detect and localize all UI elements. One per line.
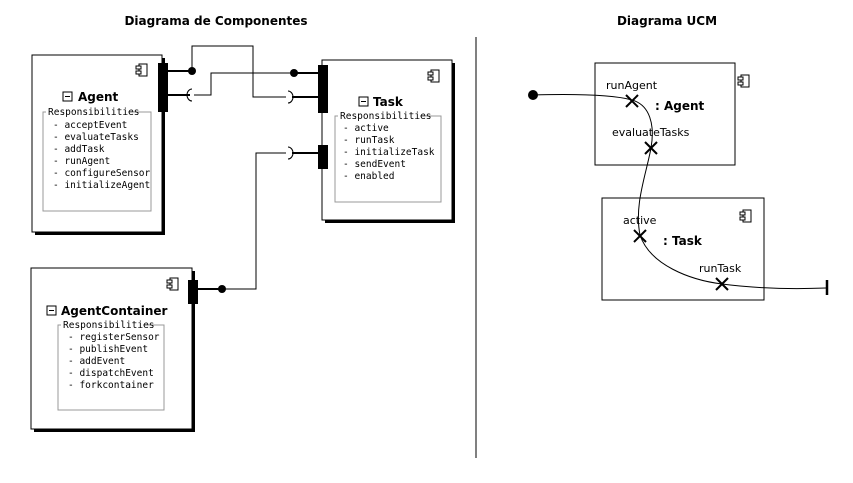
collapse-toggle[interactable] bbox=[62, 91, 73, 102]
responsibility-item: - addEvent bbox=[68, 356, 125, 367]
ucm-agent-component[interactable]: : Agent runAgent evaluateTasks bbox=[594, 62, 750, 166]
responsibilities-header: Responsibilities bbox=[48, 107, 140, 118]
agentcontainer-port[interactable] bbox=[188, 280, 198, 304]
responsibility-item: - runTask bbox=[343, 135, 395, 146]
agentcontainer-component[interactable]: AgentContainer Responsibilities - regist… bbox=[30, 267, 198, 432]
responsibility-item: - initializeAgent bbox=[53, 180, 150, 191]
responsibilities-box: Responsibilities - acceptEvent - evaluat… bbox=[42, 107, 152, 212]
component-icon bbox=[427, 69, 440, 83]
ucm-responsibility-label: active bbox=[623, 214, 657, 227]
responsibility-item: - registerSensor bbox=[68, 332, 160, 343]
agentcontainer-name: AgentContainer bbox=[61, 304, 168, 318]
collapse-toggle[interactable] bbox=[46, 305, 57, 316]
agent-component[interactable]: Agent Responsibilities - acceptEvent - e… bbox=[31, 54, 168, 235]
component-icon bbox=[739, 209, 752, 223]
collapse-toggle[interactable] bbox=[358, 96, 369, 107]
responsibility-item: - addTask bbox=[53, 144, 105, 155]
responsibilities-box: Responsibilities - registerSensor - publ… bbox=[57, 320, 165, 411]
ucm-responsibility-label: evaluateTasks bbox=[612, 126, 690, 139]
responsibilities-header: Responsibilities bbox=[340, 111, 432, 122]
responsibility-item: - publishEvent bbox=[68, 344, 148, 355]
component-icon bbox=[737, 74, 750, 88]
ucm-path bbox=[528, 90, 829, 295]
agent-to-task-wire bbox=[191, 45, 286, 98]
task-port-lower[interactable] bbox=[318, 145, 328, 169]
responsibility-item: - active bbox=[343, 123, 389, 134]
task-name: Task bbox=[373, 95, 404, 109]
responsibility-item: - enabled bbox=[343, 171, 394, 182]
ucm-responsibility-marker bbox=[625, 94, 639, 108]
ucm-path-line bbox=[532, 94, 827, 290]
task-component[interactable]: Task Responsibilities - active - runTask… bbox=[318, 59, 455, 223]
ucm-responsibility-marker bbox=[633, 229, 647, 243]
ucm-start-point bbox=[528, 90, 538, 100]
components-diagram-title: Diagrama de Componentes bbox=[124, 14, 307, 28]
component-connectors bbox=[168, 45, 318, 293]
ucm-agent-name: : Agent bbox=[655, 99, 705, 113]
responsibility-item: - evaluateTasks bbox=[53, 132, 139, 143]
responsibility-item: - runAgent bbox=[53, 156, 110, 167]
agentcontainer-to-task-wire bbox=[222, 152, 286, 290]
responsibility-item: - configureSensor bbox=[53, 168, 151, 179]
responsibility-item: - acceptEvent bbox=[53, 120, 127, 131]
ucm-diagram-title: Diagrama UCM bbox=[617, 14, 717, 28]
responsibilities-box: Responsibilities - active - runTask - in… bbox=[334, 111, 442, 203]
responsibility-item: - initializeTask bbox=[343, 147, 435, 158]
responsibility-item: - dispatchEvent bbox=[68, 368, 154, 379]
component-icon bbox=[166, 277, 179, 291]
component-icon bbox=[135, 63, 148, 77]
agent-port[interactable] bbox=[158, 63, 168, 112]
ucm-task-name: : Task bbox=[663, 234, 703, 248]
responsibility-item: - sendEvent bbox=[343, 159, 406, 170]
responsibilities-header: Responsibilities bbox=[63, 320, 155, 331]
ucm-responsibility-marker bbox=[715, 277, 729, 291]
ucm-task-component[interactable]: : Task active runTask bbox=[601, 197, 765, 301]
ucm-responsibility-label: runAgent bbox=[606, 79, 658, 92]
responsibility-item: - forkcontainer bbox=[68, 380, 154, 391]
task-port-upper[interactable] bbox=[318, 65, 328, 113]
task-to-agent-wire bbox=[194, 72, 294, 96]
ucm-responsibility-marker bbox=[644, 141, 658, 155]
ucm-responsibility-label: runTask bbox=[699, 262, 742, 275]
agent-name: Agent bbox=[78, 90, 119, 104]
